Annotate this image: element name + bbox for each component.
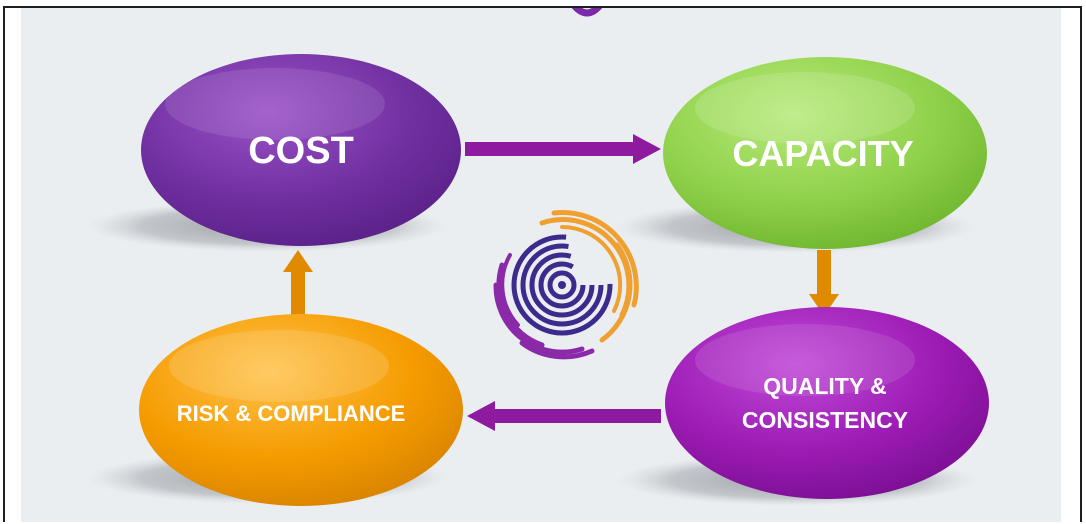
node-quality-label-line1: QUALITY & [763, 373, 887, 399]
node-risk: RISK & COMPLIANCE [139, 314, 463, 506]
node-capacity-label: CAPACITY [732, 133, 913, 174]
node-capacity: CAPACITY [663, 57, 987, 249]
node-cost: COST [141, 54, 461, 246]
arrow-risk-to-cost [283, 250, 313, 316]
node-risk-label: RISK & COMPLIANCE [177, 401, 406, 426]
diagram-frame: COST CAPACITY QUALITY & CONSISTENCY RISK… [3, 6, 1082, 522]
node-quality-label-line2: CONSISTENCY [742, 407, 908, 433]
arrow-capacity-to-quality [809, 250, 839, 316]
cycle-diagram: COST CAPACITY QUALITY & CONSISTENCY RISK… [87, 8, 989, 506]
node-quality: QUALITY & CONSISTENCY [665, 307, 989, 499]
top-cropped-shape [571, 8, 603, 17]
arrow-quality-to-risk [467, 401, 661, 431]
arrow-cost-to-capacity [465, 134, 661, 164]
concentric-spiral-logo [493, 210, 639, 360]
node-cost-label: COST [248, 130, 354, 172]
